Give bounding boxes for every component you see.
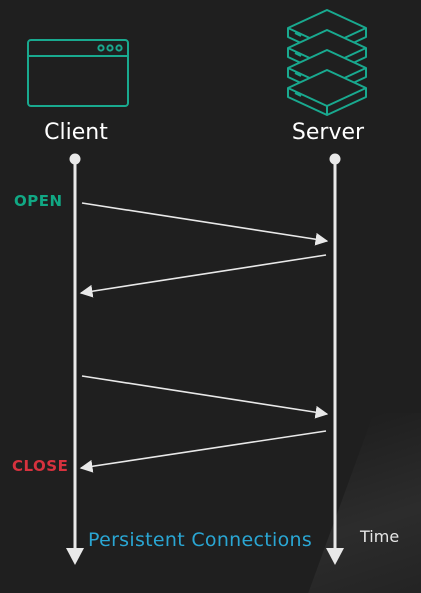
server-lifeline [326,153,344,565]
message-arrow-4 [79,430,327,473]
message-arrow-1 [81,202,329,246]
close-label: CLOSE [12,457,69,475]
message-arrow-2 [79,254,327,298]
server-label: Server [291,120,365,145]
open-label: OPEN [14,192,63,210]
server-stack-icon [287,9,367,116]
browser-window-icon [27,39,129,107]
diagram-title: Persistent Connections [88,529,313,551]
message-arrow-3 [81,375,329,419]
time-label: Time [360,527,400,546]
client-lifeline [66,153,84,565]
client-label: Client [44,120,108,145]
sequence-diagram [27,9,367,565]
